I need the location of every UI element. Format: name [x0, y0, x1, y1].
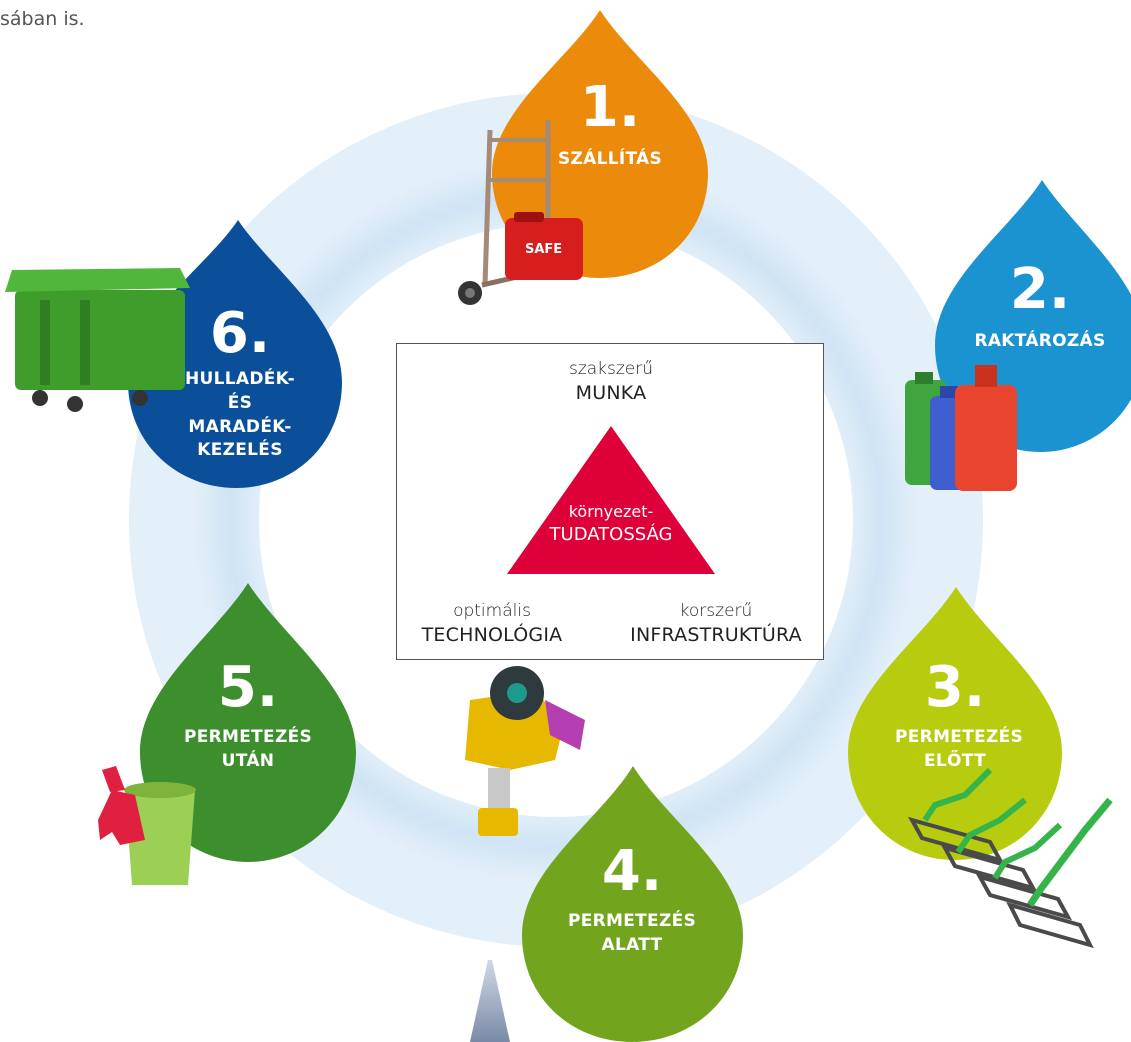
triangle-lower: környezet-: [568, 502, 654, 521]
intro-text: sában is.: [0, 8, 85, 30]
safe-label: SAFE: [525, 242, 563, 257]
step-4-number: 4.: [601, 839, 663, 904]
step-3-label: 3. PERMETEZÉS ELŐTT: [865, 660, 1045, 774]
center-right-upper: INFRASTRUKTÚRA: [630, 623, 802, 646]
triangle-upper: TUDATOSSÁG: [549, 523, 673, 545]
drop-3: [848, 587, 1062, 860]
step-6-label: 6. HULLADÉK- ÉS MARADÉK- KEZELÉS: [150, 306, 330, 463]
center-top-upper: MUNKA: [575, 381, 647, 404]
bucket-gloves-icon: [98, 766, 196, 885]
step-6-title: HULLADÉK- ÉS MARADÉK- KEZELÉS: [184, 369, 296, 461]
center-left-lower: optimális: [453, 601, 531, 621]
step-2-number: 2.: [1009, 257, 1071, 322]
step-1-label: 1. SZÁLLÍTÁS: [520, 80, 700, 172]
step-2-label: 2. RAKTÁROZÁS: [950, 262, 1130, 354]
triangle-text: környezet- TUDATOSSÁG: [507, 502, 715, 546]
center-left-upper: TECHNOLÓGIA: [421, 623, 563, 646]
center-right-lower: korszerű: [679, 601, 753, 621]
center-triangle-svg: [507, 426, 715, 574]
step-3-title: PERMETEZÉS ELŐTT: [895, 727, 1024, 771]
waste-container-icon: [5, 268, 190, 412]
checklist-icon: [907, 767, 1113, 949]
drop-4: [522, 766, 743, 1042]
step-4-title: PERMETEZÉS ALATT: [567, 911, 697, 955]
center-right-text: korszerű INFRASTRUKTÚRA: [607, 600, 825, 649]
storage-canisters-icon: [905, 365, 1017, 491]
step-5-title: PERMETEZÉS UTÁN: [183, 727, 313, 771]
center-top-text: szakszerű MUNKA: [397, 358, 825, 407]
step-4-label: 4. PERMETEZÉS ALATT: [542, 844, 722, 958]
step-5-number: 5.: [217, 655, 279, 720]
center-box: szakszerű MUNKA környezet- TUDATOSSÁG op…: [396, 343, 824, 660]
step-3-number: 3.: [924, 655, 986, 720]
step-1-number: 1.: [579, 75, 641, 140]
step-6-number: 6.: [209, 301, 271, 366]
triangle-shape: [507, 426, 715, 574]
hand-truck-safe-canister-icon: [458, 120, 583, 305]
step-5-label: 5. PERMETEZÉS UTÁN: [158, 660, 338, 774]
center-top-lower: szakszerű: [568, 359, 654, 379]
center-left-text: optimális TECHNOLÓGIA: [397, 600, 587, 649]
spray-nozzle-icon: [465, 666, 585, 1042]
step-1-title: SZÁLLÍTÁS: [557, 149, 663, 169]
step-2-title: RAKTÁROZÁS: [974, 331, 1106, 351]
